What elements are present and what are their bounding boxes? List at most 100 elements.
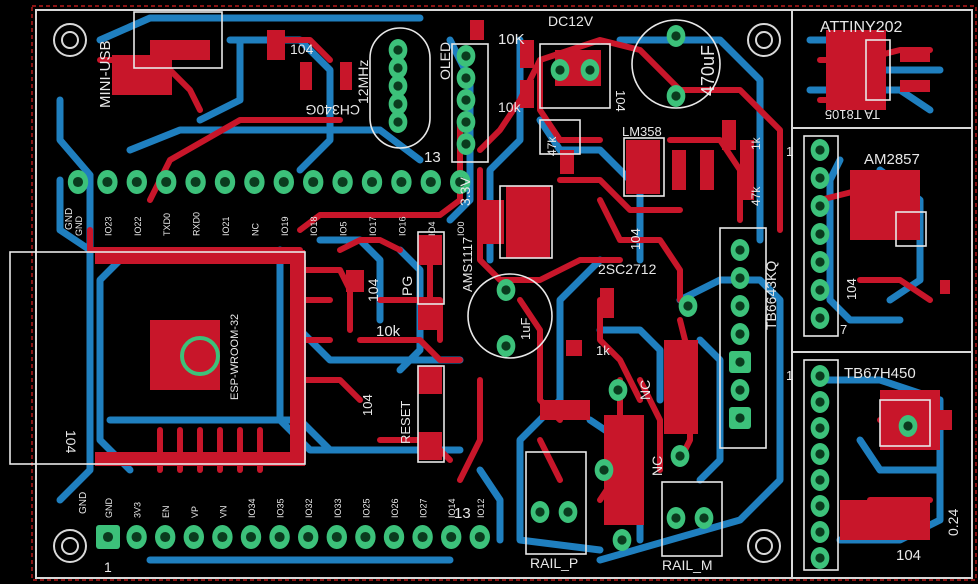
label-r47k-a: 47k	[545, 136, 559, 156]
label-pin1-right-b: 1	[786, 368, 793, 383]
bottom-header-pin-label-11: IO26	[390, 498, 400, 518]
top-header-pin-12-hole	[396, 176, 407, 188]
tht-pad-22-hole	[735, 385, 745, 395]
tht-pad-46-hole	[683, 301, 693, 311]
tht-pad-47-hole	[903, 421, 913, 431]
top-header-pin-10-hole	[337, 176, 348, 188]
label-attiny: ATTINY202	[820, 19, 903, 36]
label-ams: AMS1117	[460, 237, 475, 292]
label-r47k-b: 47k	[749, 186, 763, 206]
label-v024: 0.24	[945, 509, 961, 536]
tht-pad-28-hole	[815, 257, 825, 267]
bottom-header-pin-label-2: 3V3	[133, 502, 143, 518]
label-r10k-mid: 10k	[498, 99, 522, 115]
tht-pad-27-hole	[815, 229, 825, 239]
label-nc-a: NC	[637, 380, 653, 400]
label-reset: RESET	[398, 401, 413, 444]
tht-pad-19-hole	[735, 301, 745, 311]
tht-pad-35-hole	[815, 475, 825, 485]
bottom-header-pin-label-13: IO14	[447, 498, 457, 518]
label-dc12v: DC12V	[548, 13, 594, 29]
tht-pad-4-hole	[393, 99, 403, 109]
label-r10k-left: 10k	[376, 323, 401, 340]
tht-pad-41-hole	[671, 513, 681, 523]
section-dividers	[791, 10, 972, 578]
tht-pad-5-hole	[393, 117, 403, 127]
label-pin1-right-a: 1	[786, 144, 793, 159]
bottom-header-pin-label-9: IO33	[333, 498, 343, 518]
board-outline	[35, 9, 973, 579]
tht-pad-17-hole	[735, 245, 745, 255]
top-header-pin-6-hole	[219, 176, 231, 188]
top-header-pin-label-2: IO23	[103, 216, 113, 236]
bottom-header-pin-13-hole	[446, 531, 457, 543]
top-header-pin-label-10: IO5	[339, 221, 349, 236]
bottom-header-pin-12-hole	[417, 531, 428, 543]
label-oled: OLED	[437, 42, 453, 80]
label-c104-f: 104	[63, 430, 79, 454]
label-ch340: CH340G	[306, 102, 360, 118]
top-header-pin-2-hole	[102, 176, 113, 188]
bottom-header-pin-14-hole	[474, 531, 485, 543]
label-c104-g: 104	[896, 547, 921, 564]
bottom-header-pin-3-hole	[160, 531, 171, 543]
tht-pad-45-hole	[613, 385, 623, 395]
bottom-header-pin-label-1: GND	[104, 498, 114, 519]
label-crystal: 12MHz	[355, 60, 371, 104]
bottom-header-pin-label-5: VN	[218, 505, 228, 518]
tht-pad-2-hole	[393, 63, 403, 73]
tht-pad-42-hole	[699, 513, 709, 523]
label-gnd-bottom: GND	[78, 492, 89, 514]
label-transistor: 2SC2712	[598, 261, 657, 277]
label-r10k-top: 10K	[498, 31, 525, 48]
tht-pad-48-hole	[599, 465, 609, 475]
tht-pad-39-hole	[535, 507, 545, 517]
bottom-header-pin-11-hole	[388, 531, 400, 543]
label-v33: 3.3V	[457, 177, 473, 206]
tht-pad-20-hole	[735, 329, 745, 339]
bottom-header-pin-label-4: VP	[190, 506, 200, 518]
label-pin13-bottom: 13	[454, 505, 471, 522]
top-header-pin-label-4: TXD0	[162, 213, 172, 236]
tht-pad-13-hole	[671, 31, 681, 41]
bottom-header-pin-label-3: EN	[161, 505, 171, 518]
label-esp: ESP-WROOM-32	[229, 314, 241, 400]
label-rail-m: RAIL_M	[662, 557, 713, 573]
label-c104-a: 104	[290, 41, 314, 57]
top-header-pin-13-hole	[425, 176, 436, 188]
bottom-header-pin-7-hole	[274, 531, 285, 543]
label-mini-usb: MINI-USB	[97, 41, 114, 109]
label-c104-e: 104	[360, 394, 375, 416]
bottom-header-pin-10-hole	[360, 531, 371, 543]
tht-pad-29-hole	[815, 285, 825, 295]
bottom-header-pin-label-7: IO35	[276, 498, 286, 518]
top-header-pin-label-12: IO16	[397, 216, 407, 236]
label-am2857: AM2857	[864, 151, 920, 168]
top-header-pin-label-8: IO19	[280, 216, 290, 236]
tht-pad-23-hole	[735, 413, 745, 423]
label-attiny-sub: TA T8105	[825, 107, 880, 122]
label-c104-h: 104	[844, 278, 859, 300]
label-tb67: TB67H450	[844, 365, 916, 382]
label-pin13-top: 13	[424, 149, 441, 166]
tht-pad-6-hole	[461, 51, 471, 61]
bottom-header-pin-2-hole	[131, 531, 142, 543]
bottom-copper-layer	[56, 14, 944, 564]
tht-pad-43-hole	[617, 535, 627, 545]
tht-pad-33-hole	[815, 423, 825, 433]
label-r1k-a: 1k	[596, 343, 610, 358]
label-gnd-top: GND	[64, 208, 75, 230]
tht-pad-9-hole	[461, 117, 471, 127]
tht-pad-44-hole	[675, 451, 685, 461]
label-c104-d: 104	[628, 228, 643, 250]
bottom-header-pin-label-14: IO12	[476, 498, 486, 518]
top-header-pin-9-hole	[308, 176, 319, 188]
label-pin1-bottom: 1	[104, 559, 112, 575]
top-header-pin-5-hole	[190, 176, 201, 188]
label-c104-c: 104	[613, 90, 628, 112]
bottom-header-pin-label-8: IO32	[304, 498, 314, 518]
bottom-header-pads	[96, 525, 490, 549]
bottom-header-pin-label-6: IO34	[247, 498, 257, 518]
